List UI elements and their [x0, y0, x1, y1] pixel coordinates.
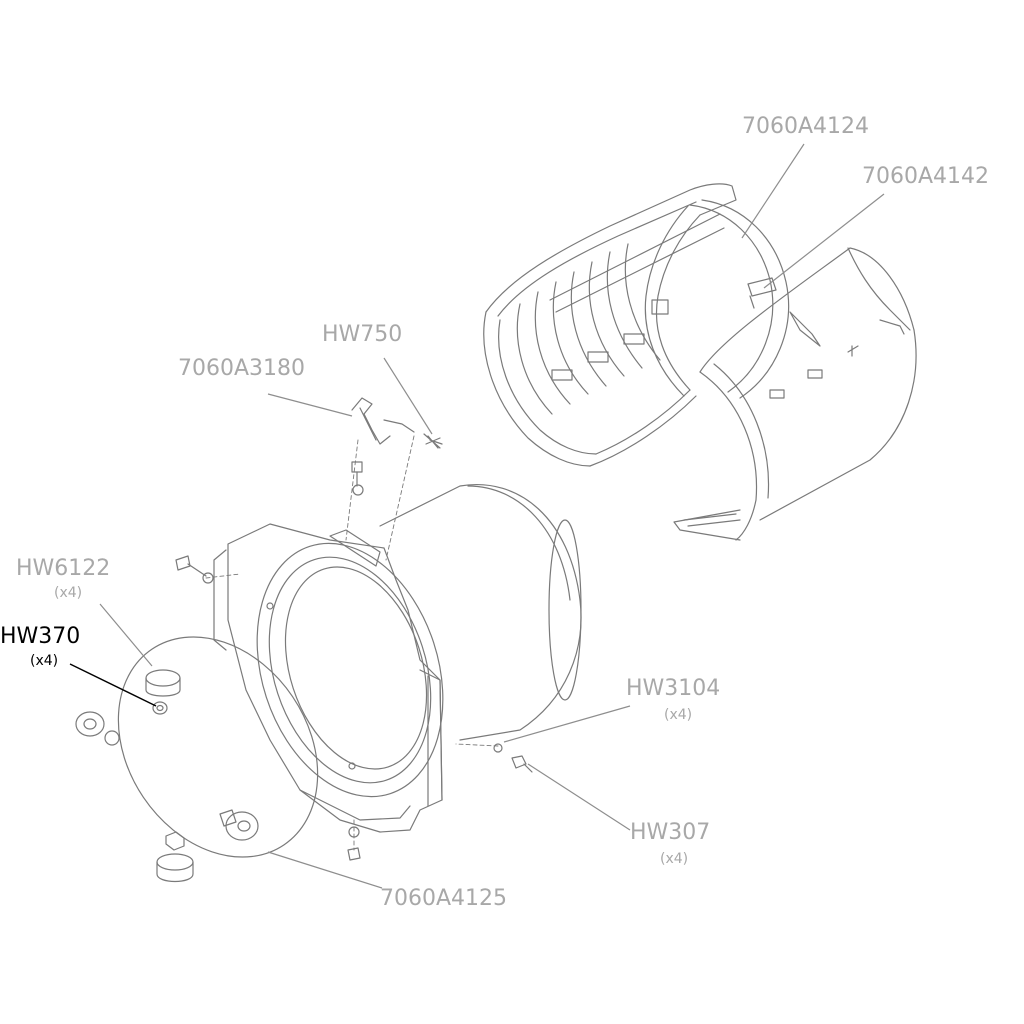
callout-HW3104: HW3104 — [626, 676, 721, 701]
assembly-guide-lines — [205, 435, 499, 851]
leader-line-active — [69, 663, 157, 707]
bracket-7060A3180 — [351, 397, 415, 445]
callout-7060A4142: 7060A4142 — [862, 164, 990, 189]
outer-cylinder-shell — [673, 247, 917, 541]
band-clamp-7060A4142 — [747, 277, 777, 309]
bumper-lower-left — [156, 831, 194, 883]
callout-HW370-qty: (x4) — [30, 653, 59, 669]
callout-HW307-qty: (x4) — [660, 851, 689, 867]
spring-HW750 — [423, 433, 443, 449]
bracket-screw — [351, 461, 364, 496]
callout-HW6122: HW6122 — [16, 556, 111, 581]
callout-7060A4125: 7060A4125 — [380, 886, 508, 911]
bumper-left — [75, 711, 120, 746]
callout-HW6122-qty: (x4) — [54, 585, 83, 601]
front-lens-disk-7060A4125 — [117, 636, 319, 858]
callout-7060A4124: 7060A4124 — [742, 114, 870, 139]
leader-lines — [99, 143, 885, 889]
callout-7060A3180: 7060A3180 — [178, 356, 306, 381]
screw-HW6122 — [175, 555, 214, 584]
bumper-HW370-upper — [145, 669, 181, 715]
screw-lower-center — [347, 826, 361, 861]
callout-HW307: HW307 — [630, 820, 711, 845]
callout-HW3104-qty: (x4) — [664, 707, 693, 723]
callout-HW370: HW370 — [0, 624, 81, 649]
bumper-bottom — [219, 809, 259, 841]
shroud-half-7060A4124 — [483, 183, 790, 467]
front-bezel-frame — [213, 523, 444, 833]
callout-HW750: HW750 — [322, 322, 403, 347]
screw-HW307 — [493, 743, 533, 773]
main-barrel — [379, 484, 582, 741]
